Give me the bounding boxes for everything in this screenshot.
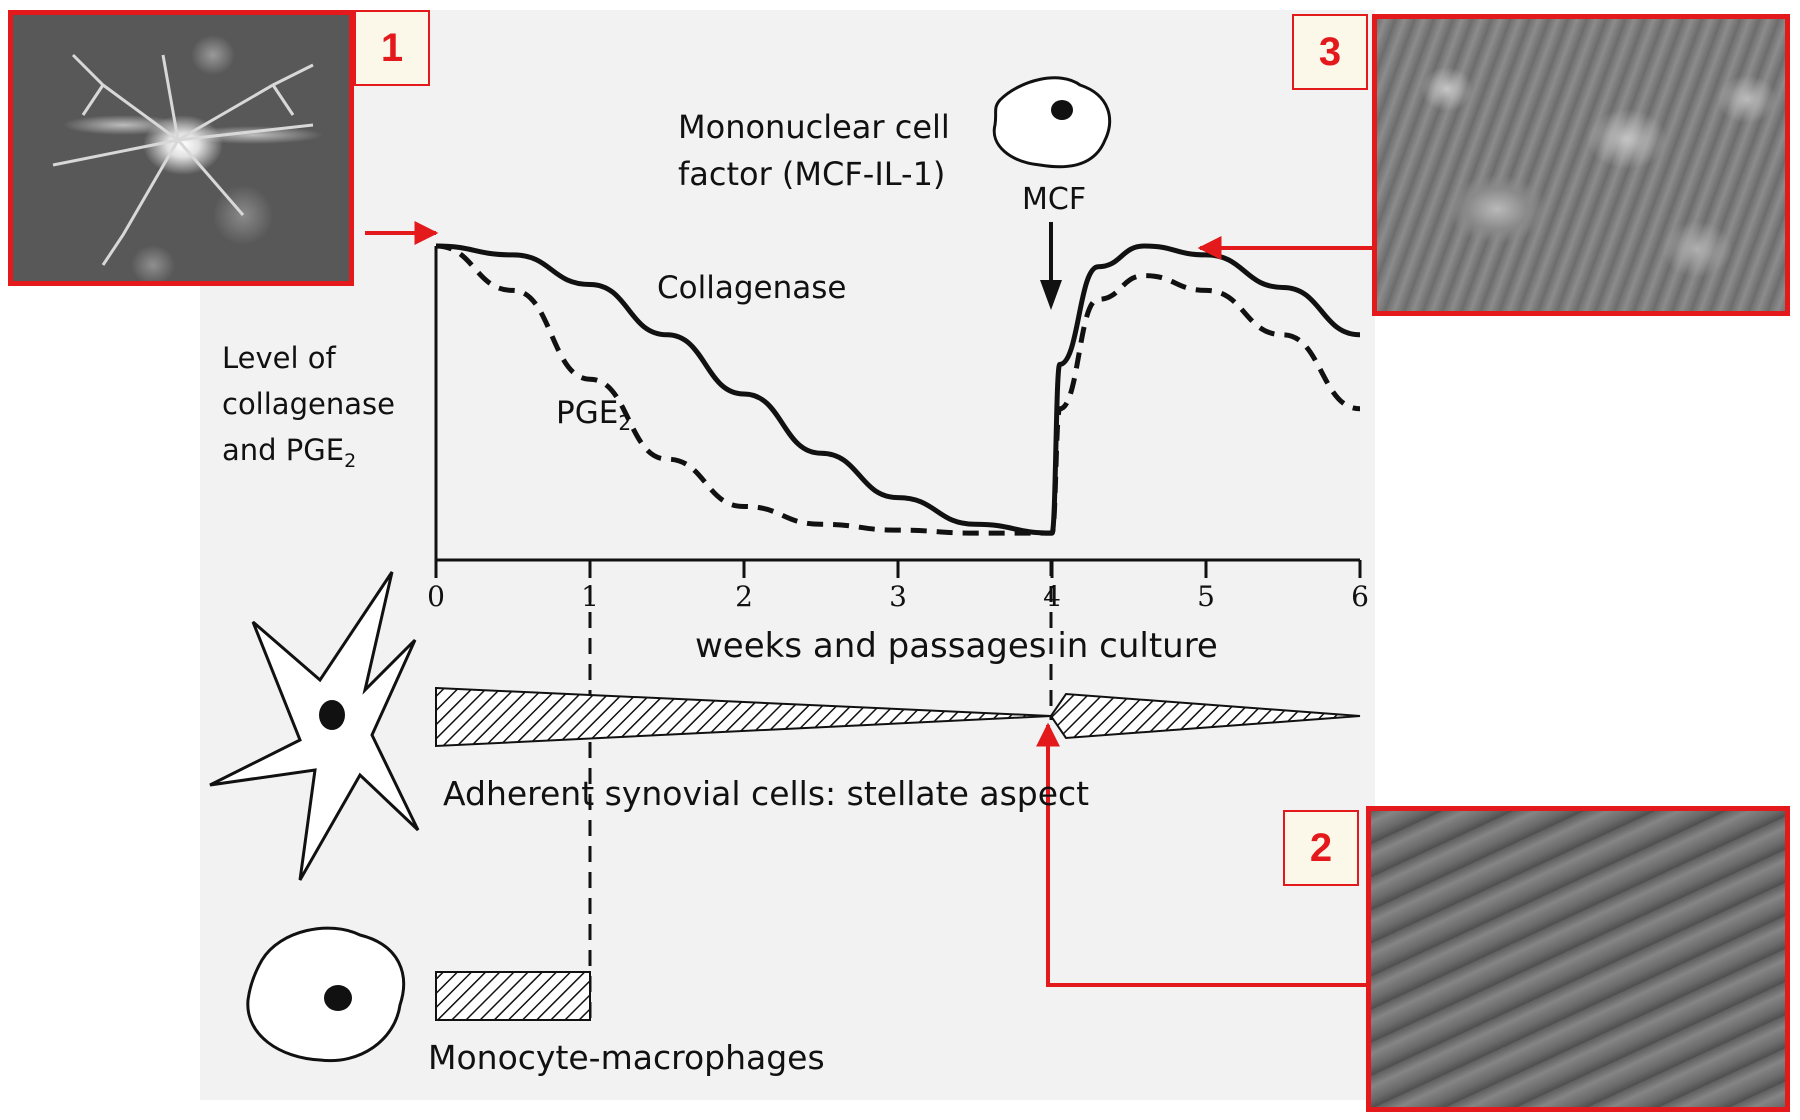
mcf-cell-drawing [992,76,1112,169]
badge-1: 1 [354,10,430,86]
arrow-photo-2 [1036,722,1372,987]
dendritic-processes [52,53,314,266]
photo-3-cultured-cells [1372,14,1790,316]
mcf-arrow-head [1040,280,1062,310]
badge-3: 3 [1292,14,1368,90]
monocyte-cell-drawing [246,926,406,1063]
mcf-title-line2: factor (MCF-IL-1) [678,155,946,193]
x-tick-marks [434,560,1362,578]
monocyte-bar [435,971,591,1021]
x-tick-label-2: 2 [735,580,753,613]
scanned-page-background [200,10,1375,1100]
y-axis-label-line3-main: and PGE [222,433,345,467]
y-axis-label-line3-sub: 2 [344,449,357,472]
adherent-cells-label: Adherent synovial cells: stellate aspect [443,774,1090,813]
y-axis-label-line3: and PGE2 [222,427,395,484]
x-tick-label-0: 0 [427,580,445,613]
mcf-label: MCF [1022,182,1087,217]
pge2-curve [435,243,1361,536]
x-tick-label-4: 4 [1043,580,1061,613]
adherent-cells-bar [435,686,1361,748]
pge2-label-sub: 2 [618,411,632,436]
pge2-label-main: PGE [556,395,619,431]
mcf-title-line1: Mononuclear cell [678,108,950,146]
pge2-label: PGE2 [556,395,631,435]
badge-2: 2 [1283,810,1359,886]
y-axis-label-line1: Level of [222,341,336,375]
collagenase-label: Collagenase [657,270,847,306]
x-tick-label-5: 5 [1197,580,1215,613]
x-tick-label-3: 3 [889,580,907,613]
photo-2-fibroblast-cells [1366,806,1790,1112]
mcf-title: Mononuclear cell factor (MCF-IL-1) [678,104,950,198]
collagenase-curve [435,243,1361,536]
x-tick-label-6: 6 [1351,580,1369,613]
monocyte-label: Monocyte-macrophages [428,1038,825,1077]
y-axis-label-line2: collagenase [222,387,395,421]
photo-1-dendritic-cell [8,10,354,286]
stellate-cell-drawing [209,571,420,881]
y-axis-label: Level of collagenase and PGE2 [222,335,395,484]
x-axis-label: weeks and passages in culture [695,626,1218,666]
x-tick-label-1: 1 [581,580,599,613]
